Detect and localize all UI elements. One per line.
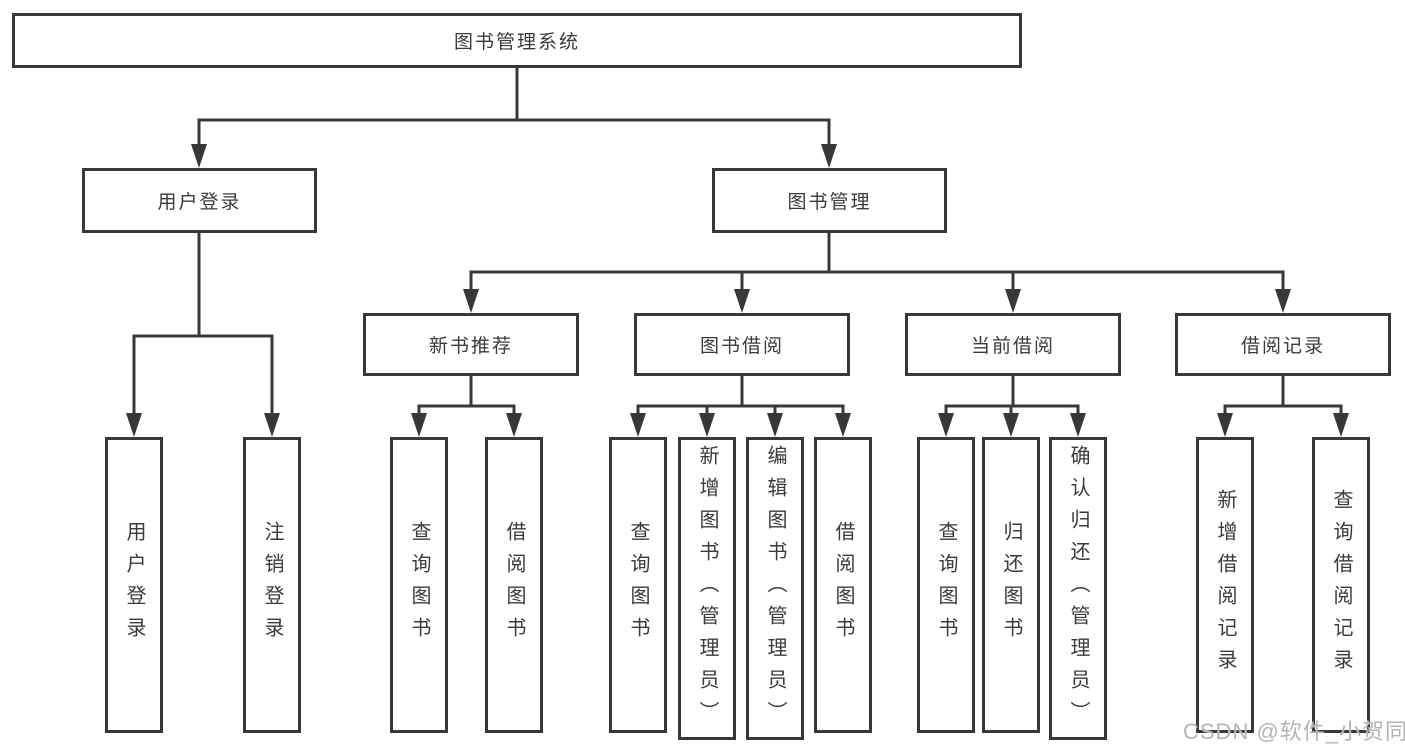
leaf-label: 新增图书（管理员） xyxy=(696,444,718,733)
leaf-label: 查询图书 xyxy=(627,521,649,649)
leaf-label: 新增借阅记录 xyxy=(1214,489,1236,681)
node-label: 图书借阅 xyxy=(699,336,784,357)
leaf-query-books-borrow: 查询图书 xyxy=(609,437,667,733)
leaf-user-login: 用户登录 xyxy=(105,437,163,733)
leaf-borrow-books-recommend: 借阅图书 xyxy=(485,437,543,733)
node-label: 借阅记录 xyxy=(1240,336,1325,357)
leaf-label: 查询借阅记录 xyxy=(1330,489,1352,681)
watermark: CSDN @软件_小贺同学 xyxy=(1183,719,1405,744)
leaf-label: 归还图书 xyxy=(1000,521,1022,649)
leaf-borrow-books: 借阅图书 xyxy=(814,437,872,733)
leaf-query-books-recommend: 查询图书 xyxy=(390,437,448,733)
node-root: 图书管理系统 xyxy=(12,13,1022,68)
node-user-login: 用户登录 xyxy=(82,168,317,233)
leaf-edit-book-admin: 编辑图书（管理员） xyxy=(746,437,804,740)
leaf-add-book-admin: 新增图书（管理员） xyxy=(678,437,736,740)
leaf-return-book: 归还图书 xyxy=(982,437,1040,733)
leaf-label: 编辑图书（管理员） xyxy=(764,444,786,733)
leaf-label: 借阅图书 xyxy=(503,521,525,649)
leaf-confirm-return-admin: 确认归还（管理员） xyxy=(1049,437,1107,740)
node-label: 图书管理 xyxy=(787,192,872,213)
leaf-label: 查询图书 xyxy=(935,521,957,649)
node-label: 当前借阅 xyxy=(970,336,1055,357)
node-label: 新书推荐 xyxy=(428,336,513,357)
leaf-label: 注销登录 xyxy=(261,521,283,649)
node-current-borrow: 当前借阅 xyxy=(905,313,1121,376)
leaf-label: 借阅图书 xyxy=(832,521,854,649)
leaf-label: 查询图书 xyxy=(408,521,430,649)
node-book-borrow: 图书借阅 xyxy=(634,313,850,376)
leaf-add-borrow-record: 新增借阅记录 xyxy=(1196,437,1254,733)
leaf-logout: 注销登录 xyxy=(243,437,301,733)
leaf-label: 用户登录 xyxy=(123,521,145,649)
node-label: 用户登录 xyxy=(157,192,242,213)
node-borrow-records: 借阅记录 xyxy=(1175,313,1391,376)
node-book-management: 图书管理 xyxy=(712,168,947,233)
leaf-query-books-current: 查询图书 xyxy=(917,437,975,733)
node-new-book-recommend: 新书推荐 xyxy=(363,313,579,376)
leaf-query-borrow-record: 查询借阅记录 xyxy=(1312,437,1370,733)
leaf-label: 确认归还（管理员） xyxy=(1067,444,1089,733)
node-label: 图书管理系统 xyxy=(453,32,580,53)
